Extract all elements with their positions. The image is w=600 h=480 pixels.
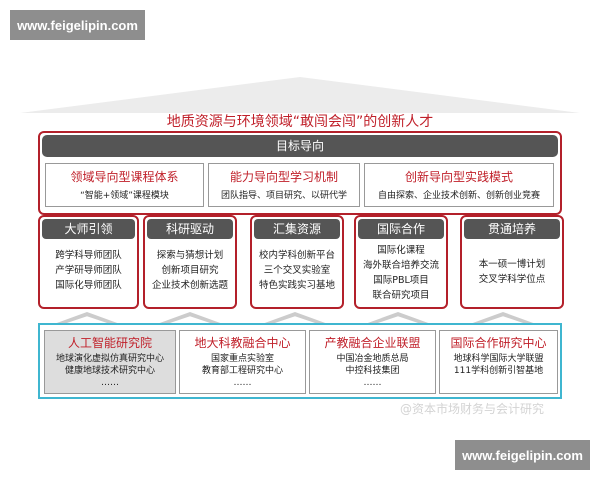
pillar-title: 科研驱动 — [147, 219, 233, 239]
platform-section: 人工智能研究院地球演化虚拟仿真研究中心健康地球技术研究中心……地大科教融合中心国… — [38, 323, 562, 399]
goal-section: 目标导向 领域导向型课程体系 “智能+领域”课程模块 能力导向型学习机制团队指导、… — [38, 131, 562, 215]
pillar-item: 本一硕一博计划 — [478, 259, 546, 270]
pillar-item: 三个交叉实验室 — [263, 265, 331, 276]
platform-item: 教育部工程研究中心 — [201, 366, 283, 376]
platform-box: 国际合作研究中心地球科学国际大学联盟 111学科创新引智基地 — [439, 330, 558, 394]
goal-box-text: 团队指导、项目研究、以研代学 — [220, 191, 347, 201]
pillar-box: 贯通培养本一硕一博计划交叉学科学位点 — [460, 215, 564, 309]
roof-shape — [20, 77, 580, 113]
platform-item: …… — [233, 378, 252, 388]
pillar-item: 交叉学科学位点 — [478, 274, 546, 285]
platform-box: 产教融合企业联盟中国冶金地质总局中控科技集团 …… — [309, 330, 436, 394]
goal-box: 创新导向型实践模式自由探索、企业技术创新、创新创业竞赛 — [364, 163, 554, 207]
pillar-title: 国际合作 — [358, 219, 444, 239]
pillar-item: 联合研究项目 — [372, 290, 430, 301]
platform-item: 中国冶金地质总局 — [336, 354, 409, 364]
author-watermark: @资本市场财务与会计研究 — [400, 402, 545, 416]
goal-box: 能力导向型学习机制团队指导、项目研究、以研代学 — [208, 163, 360, 207]
pillar-item: 跨学科导师团队 — [55, 250, 122, 261]
pillar-item: 国际化导师团队 — [55, 280, 122, 291]
platform-item: 中控科技集团 — [345, 366, 400, 376]
pillar-box: 科研驱动探索与猜想计划创新项目研究企业技术创新选题 — [143, 215, 237, 309]
pillar-box: 汇集资源校内学科创新平台三个交叉实验室特色实践实习基地 — [250, 215, 344, 309]
platform-item: 健康地球技术研究中心 — [64, 366, 155, 376]
site-watermark-top: www.feigelipin.com — [10, 10, 145, 40]
pillar-item: 创新项目研究 — [161, 265, 219, 276]
site-watermark-bottom: www.feigelipin.com — [455, 440, 590, 470]
platform-box: 人工智能研究院地球演化虚拟仿真研究中心健康地球技术研究中心 …… — [44, 330, 176, 394]
goal-box-title: 领域导向型课程体系 — [70, 170, 179, 184]
platform-item: …… — [363, 378, 382, 388]
pillar-item: 企业技术创新选题 — [151, 280, 228, 291]
platform-title: 国际合作研究中心 — [450, 336, 547, 350]
platform-item: 国家重点实验室 — [210, 354, 274, 364]
platform-item: 地球科学国际大学联盟 — [453, 354, 544, 364]
pillar-title: 大师引领 — [42, 219, 135, 239]
pillar-item: 探索与猜想计划 — [156, 250, 224, 261]
platform-item: …… — [101, 378, 119, 388]
pillar-item: 产学研导师团队 — [55, 265, 122, 276]
goal-box-text: 自由探索、企业技术创新、创新创业竞赛 — [377, 191, 540, 201]
pillar-item: 海外联合培养交流 — [362, 260, 439, 271]
goal-box: 领域导向型课程体系 “智能+领域”课程模块 — [45, 163, 204, 207]
platform-box: 地大科教融合中心国家重点实验室教育部工程研究中心 …… — [179, 330, 306, 394]
platform-title: 产教融合企业联盟 — [324, 336, 421, 350]
pillar-item: 国际化课程 — [377, 245, 425, 256]
pillar-item: 校内学科创新平台 — [258, 250, 335, 261]
pillar-title: 贯通培养 — [464, 219, 560, 239]
pillar-box: 国际合作国际化课程海外联合培养交流国际PBL项目联合研究项目 — [354, 215, 448, 309]
platform-item: 111学科创新引智基地 — [453, 366, 544, 376]
platform-title: 人工智能研究院 — [67, 336, 152, 350]
goal-box-title: 能力导向型学习机制 — [229, 170, 338, 184]
pillar-item: 国际PBL项目 — [373, 275, 429, 286]
pillar-item: 特色实践实习基地 — [258, 280, 335, 291]
pillar-box: 大师引领跨学科导师团队产学研导师团队国际化导师团队 — [38, 215, 139, 309]
goal-header: 目标导向 — [42, 135, 558, 157]
platform-title: 地大科教融合中心 — [194, 336, 291, 350]
goal-box-text: “智能+领域”课程模块 — [80, 191, 169, 201]
platform-item: 地球演化虚拟仿真研究中心 — [55, 354, 164, 364]
goal-box-title: 创新导向型实践模式 — [404, 170, 513, 184]
pillar-title: 汇集资源 — [254, 219, 340, 239]
diagram-title: 地质资源与环境领域“敢闯会闯”的创新人才 — [166, 114, 434, 130]
